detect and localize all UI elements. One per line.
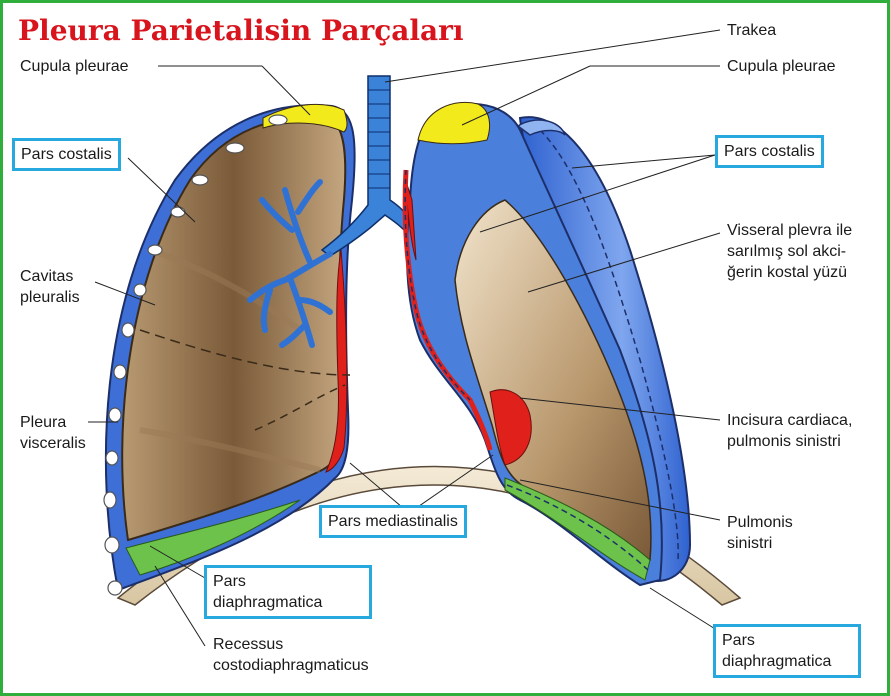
label-pars-costalis-right: Pars costalis [715,135,824,168]
costal-pleura-hook [516,119,566,136]
rib-sections [103,114,288,596]
label-incisura-line2: pulmonis sinistri [727,433,841,450]
left-cupula-yellow [417,101,491,145]
label-pleura-visc-line1: Pleura [20,414,67,431]
bronchial-tree [247,179,333,348]
label-cupula-pleurae-left: Cupula pleurae [20,58,129,75]
label-trakea: Trakea [727,22,777,39]
label-pars-costalis-left: Pars costalis [12,138,121,171]
right-cupula-yellow [262,103,348,133]
label-incisura-cardiaca: Incisura cardiaca, pulmonis sinistri [727,410,852,452]
label-cavitas-pleuralis: Cavitas pleuralis [20,266,80,308]
label-recessus-costodiaphragmaticus: Recessus costodiaphragmaticus [213,634,369,676]
right-diaphragm-green [125,499,301,576]
label-pars-diaph-left-line2: diaphragmatica [213,594,323,611]
label-pars-diaph-left-line1: Pars [213,573,246,590]
label-cavitas-line1: Cavitas [20,268,74,285]
label-pars-diaphragmatica-right: Pars diaphragmatica [713,624,861,678]
label-recessus-line2: costodiaphragmaticus [213,657,369,674]
diagram-title: Pleura Parietalisin Parçaları [18,14,464,47]
label-pulmonis-line2: sinistri [727,535,773,552]
label-visseral-plevra: Visseral plevra ile sarılmış sol akci- ğ… [727,220,852,283]
label-pars-diaph-right-line1: Pars [722,632,755,649]
label-visseral-line2: sarılmış sol akci- [727,243,847,260]
left-diaphragm-green [504,477,651,581]
incisura-cardiaca-red [489,389,532,466]
label-cupula-pleurae-right: Cupula pleurae [727,58,836,75]
label-pulmonis-sinistri: Pulmonis sinistri [727,512,793,554]
label-incisura-line1: Incisura cardiaca, [727,412,853,429]
right-mediastinal-red [325,249,348,473]
label-pleura-visc-line2: visceralis [20,435,86,452]
label-pleura-visceralis: Pleura visceralis [20,412,86,454]
label-visseral-line3: ğerin kostal yüzü [727,264,848,281]
label-pars-diaphragmatica-left: Pars diaphragmatica [204,565,372,619]
label-visseral-line1: Visseral plevra ile [727,222,853,239]
label-pars-mediastinalis: Pars mediastinalis [319,505,467,538]
label-cavitas-line2: pleuralis [20,289,80,306]
label-recessus-line1: Recessus [213,636,284,653]
label-pulmonis-line1: Pulmonis [727,514,793,531]
label-pars-diaph-right-line2: diaphragmatica [722,653,832,670]
